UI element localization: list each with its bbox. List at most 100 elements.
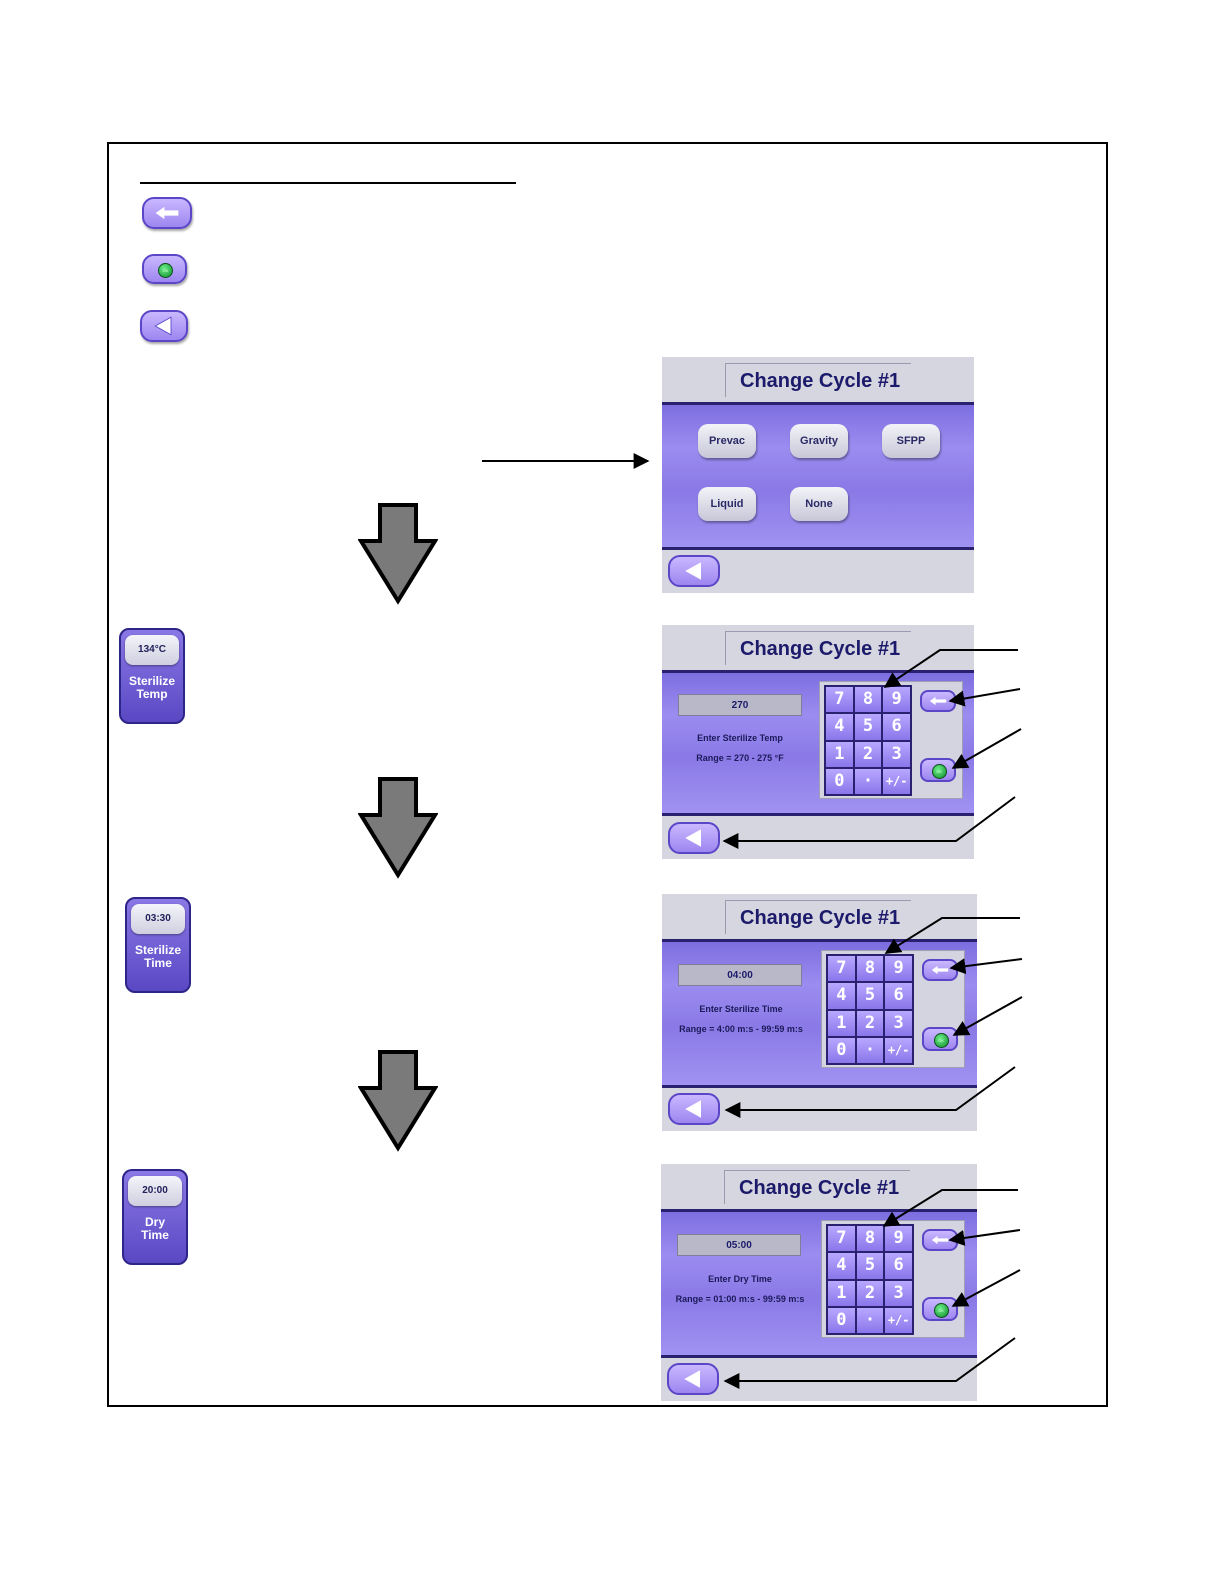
tile-value: 134°C [125, 635, 179, 665]
sterilize-time-screen: Change Cycle #1 04:00 Enter Sterilize Ti… [662, 894, 977, 1131]
legend-ok-button: OK [142, 254, 187, 284]
key-8[interactable]: 8 [854, 687, 882, 713]
key-2[interactable]: 2 [854, 741, 882, 767]
value-field[interactable]: 04:00 [678, 964, 802, 986]
cycle-gravity-button[interactable]: Gravity [790, 424, 848, 458]
down-arrow-icon [358, 1050, 438, 1152]
value-field[interactable]: 270 [678, 694, 802, 716]
key-0[interactable]: 0 [826, 768, 853, 794]
left-triangle-icon [684, 1370, 700, 1388]
screen-title: Change Cycle #1 [725, 631, 911, 665]
entry-range: Range = 270 - 275 °F [696, 753, 784, 763]
change-cycle-screen: Change Cycle #1 Prevac Gravity SFPP Liqu… [662, 357, 974, 593]
key-9[interactable]: 9 [885, 1226, 912, 1252]
tile-value: 03:30 [131, 904, 185, 934]
tile-value: 20:00 [128, 1176, 182, 1206]
key-decimal[interactable]: · [854, 768, 882, 794]
down-arrow-icon [358, 777, 438, 879]
key-2[interactable]: 2 [856, 1280, 884, 1306]
numeric-keypad: 7 8 9 4 5 6 1 2 3 0 · +/- [824, 685, 912, 796]
key-1[interactable]: 1 [828, 1010, 855, 1036]
key-9[interactable]: 9 [883, 687, 910, 713]
value-field[interactable]: 05:00 [677, 1234, 801, 1256]
key-1[interactable]: 1 [826, 741, 853, 767]
left-triangle-icon [685, 562, 701, 580]
key-6[interactable]: 6 [885, 1253, 912, 1279]
entry-range: Range = 01:00 m:s - 99:59 m:s [675, 1294, 805, 1304]
keypad-panel: 7 8 9 4 5 6 1 2 3 0 · +/- OK [821, 950, 965, 1068]
entry-prompt: Enter Sterilize Temp [697, 733, 783, 743]
key-2[interactable]: 2 [856, 1010, 884, 1036]
left-arrow-icon [155, 206, 179, 220]
entry-prompt: Enter Sterilize Time [699, 1004, 783, 1014]
ok-green-dot-icon: OK [933, 1032, 949, 1048]
key-0[interactable]: 0 [828, 1037, 855, 1063]
left-triangle-icon [685, 829, 701, 847]
key-7[interactable]: 7 [828, 1226, 855, 1252]
key-3[interactable]: 3 [885, 1280, 912, 1306]
back-button[interactable] [667, 1363, 719, 1395]
numeric-keypad: 7 8 9 4 5 6 1 2 3 0 · +/- [826, 1224, 914, 1335]
key-decimal[interactable]: · [856, 1037, 884, 1063]
entry-range: Range = 4:00 m:s - 99:59 m:s [679, 1024, 803, 1034]
key-plus-minus[interactable]: +/- [885, 1307, 912, 1333]
key-1[interactable]: 1 [828, 1280, 855, 1306]
ok-button[interactable]: OK [920, 758, 956, 782]
backspace-button[interactable] [922, 959, 958, 981]
ok-green-dot-icon: OK [931, 763, 947, 779]
key-6[interactable]: 6 [885, 983, 912, 1009]
cycle-sfpp-button[interactable]: SFPP [882, 424, 940, 458]
key-6[interactable]: 6 [883, 714, 910, 740]
cycle-none-button[interactable]: None [790, 487, 848, 521]
screen-title: Change Cycle #1 [724, 1170, 910, 1204]
backspace-button[interactable] [920, 690, 956, 712]
page-frame [107, 142, 1108, 1407]
ok-button[interactable]: OK [922, 1297, 958, 1321]
key-7[interactable]: 7 [826, 687, 853, 713]
ok-green-dot-icon: OK [933, 1302, 949, 1318]
keypad-panel: 7 8 9 4 5 6 1 2 3 0 · +/- OK [821, 1220, 965, 1338]
legend-back-button [140, 310, 188, 342]
key-8[interactable]: 8 [856, 956, 884, 982]
key-7[interactable]: 7 [828, 956, 855, 982]
left-arrow-icon [929, 696, 947, 706]
key-3[interactable]: 3 [883, 741, 910, 767]
key-0[interactable]: 0 [828, 1307, 855, 1333]
key-4[interactable]: 4 [828, 983, 855, 1009]
entry-prompt: Enter Dry Time [708, 1274, 772, 1284]
down-arrow-icon [358, 503, 438, 605]
key-decimal[interactable]: · [856, 1307, 884, 1333]
back-button[interactable] [668, 822, 720, 854]
key-4[interactable]: 4 [826, 714, 853, 740]
key-4[interactable]: 4 [828, 1253, 855, 1279]
key-plus-minus[interactable]: +/- [883, 768, 910, 794]
left-triangle-icon [154, 316, 172, 336]
key-9[interactable]: 9 [885, 956, 912, 982]
back-button[interactable] [668, 555, 720, 587]
section-title-rule [140, 182, 516, 184]
backspace-button[interactable] [922, 1229, 958, 1251]
key-3[interactable]: 3 [885, 1010, 912, 1036]
key-5[interactable]: 5 [854, 714, 882, 740]
ok-button[interactable]: OK [922, 1027, 958, 1051]
left-arrow-icon [931, 1235, 949, 1245]
back-button[interactable] [668, 1093, 720, 1125]
screen-title: Change Cycle #1 [725, 900, 911, 934]
cycle-prevac-button[interactable]: Prevac [698, 424, 756, 458]
left-triangle-icon [685, 1100, 701, 1118]
ok-green-dot-icon: OK [158, 262, 173, 278]
numeric-keypad: 7 8 9 4 5 6 1 2 3 0 · +/- [826, 954, 914, 1065]
key-8[interactable]: 8 [856, 1226, 884, 1252]
cycle-liquid-button[interactable]: Liquid [698, 487, 756, 521]
screen-title: Change Cycle #1 [725, 363, 911, 397]
key-plus-minus[interactable]: +/- [885, 1037, 912, 1063]
key-5[interactable]: 5 [856, 983, 884, 1009]
left-arrow-icon [931, 965, 949, 975]
key-5[interactable]: 5 [856, 1253, 884, 1279]
